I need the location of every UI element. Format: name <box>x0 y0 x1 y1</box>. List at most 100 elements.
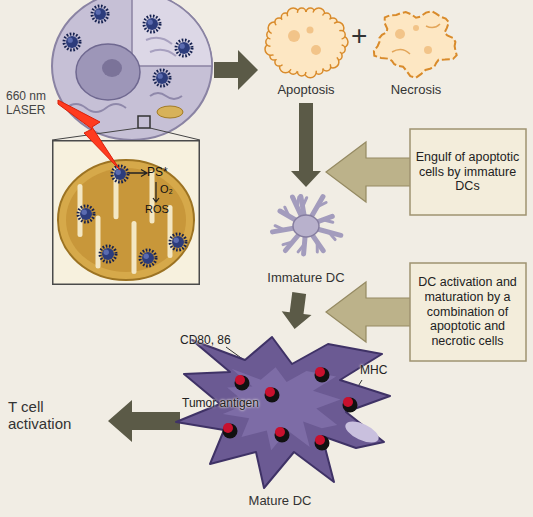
cell-fragment <box>288 30 300 42</box>
cell-debris <box>395 29 405 39</box>
dendrite-branch <box>297 197 299 207</box>
tumor-antigen <box>343 397 353 407</box>
mature-dc-body <box>176 337 390 488</box>
flow-arrow <box>282 292 312 329</box>
tumor-cell <box>52 0 212 140</box>
cell-fragment <box>311 45 321 55</box>
activation-arrow <box>108 400 180 442</box>
nucleolus <box>102 59 122 77</box>
plus-sign: + <box>351 20 367 52</box>
dendrite-branch <box>317 203 326 207</box>
callout-arrow <box>326 282 416 342</box>
particle-core <box>114 168 126 180</box>
particle-coat <box>112 166 128 182</box>
nanoparticle <box>140 250 156 266</box>
particle-highlight <box>104 250 109 255</box>
tumor-antigen <box>235 375 245 385</box>
particle-highlight <box>174 238 179 243</box>
particle-coat <box>140 250 156 266</box>
mhc-molecule <box>275 428 290 443</box>
particle-highlight <box>116 170 121 175</box>
particle-core <box>172 236 184 248</box>
antigen-label: Tumor antigen <box>182 397 259 411</box>
node-label: Necrosis <box>370 82 462 97</box>
dendrite-branch <box>323 220 333 223</box>
nanoparticle <box>100 246 116 262</box>
mitochondrion-inset-shape <box>52 140 200 285</box>
callout-box <box>410 129 526 215</box>
nanoparticle <box>176 40 192 56</box>
dendrite-branch <box>329 232 336 240</box>
callout-text: Engulf of apoptotic cells by immature DC… <box>414 150 521 194</box>
laser-label: 660 nm LASER <box>6 90 62 118</box>
crista <box>132 224 137 272</box>
particle-highlight <box>82 210 87 215</box>
node-label: PS* <box>147 165 168 179</box>
particle-core <box>80 208 92 220</box>
apoptotic-body <box>270 12 342 72</box>
cell-membrane <box>52 0 212 140</box>
apoptotic-cell: Apoptosis <box>262 4 350 100</box>
node-label: Apoptosis <box>262 82 350 97</box>
callout-text: DC activation and maturation by a combin… <box>414 275 521 349</box>
reaction-arrow <box>129 170 147 177</box>
node-label: Mature DC <box>210 493 350 508</box>
mature-dc: Mature DC <box>170 332 395 514</box>
dendrite-branch <box>275 226 284 230</box>
dc-body <box>293 215 319 237</box>
mhc-molecule <box>265 388 280 403</box>
marker-label: CD80, 86 <box>180 334 231 348</box>
crista <box>96 218 101 266</box>
nanoparticle <box>92 6 108 22</box>
mhc-molecule <box>235 376 250 391</box>
particle-core <box>102 248 114 260</box>
zoom-line <box>52 128 138 140</box>
node-label: Immature DC <box>260 270 352 285</box>
callout-box: Engulf of apoptotic cells by immature DC… <box>322 128 527 216</box>
particle-coat <box>170 234 186 250</box>
nanoparticle <box>64 34 80 50</box>
nucleus <box>76 44 140 100</box>
cell-debris <box>424 46 432 54</box>
cell-debris <box>413 25 419 31</box>
necrotic-cell <box>374 11 457 77</box>
tumor-antigen <box>275 427 285 437</box>
callout-box <box>410 263 526 361</box>
process-arrow <box>214 50 258 90</box>
callout-text-frame: Engulf of apoptotic cells by immature DC… <box>414 131 521 213</box>
tumor-antigen <box>265 387 275 397</box>
dendrite-branch <box>316 242 319 252</box>
node-label: ROS <box>145 203 169 216</box>
tumor-antigen <box>315 367 325 377</box>
callout-text-frame: DC activation and maturation by a combin… <box>414 265 521 359</box>
mhc-molecule <box>343 398 358 413</box>
node-label: O₂ <box>160 183 173 196</box>
nanoparticle <box>154 70 170 86</box>
inset-frame <box>53 141 200 285</box>
mitochondrion <box>58 160 194 280</box>
reaction-arrow <box>153 182 159 202</box>
laser-bolt <box>58 100 120 170</box>
particle-coat <box>100 246 116 262</box>
particle-coat <box>78 206 94 222</box>
particle-core <box>142 252 154 264</box>
cell-fragment <box>307 27 314 34</box>
dendrite-branch <box>283 242 293 245</box>
cell-debris <box>392 24 440 54</box>
tumor-antigen <box>315 435 325 445</box>
tumor-antigen <box>223 423 233 433</box>
flow-arrow <box>291 103 321 187</box>
nanoparticle <box>144 16 160 32</box>
marker-label: MHC <box>360 364 387 378</box>
callout-arrow <box>326 142 416 202</box>
cell-cutaway <box>132 0 212 66</box>
small-mitochondrion <box>157 106 183 118</box>
zoom-square <box>138 116 150 128</box>
mito-matrix <box>66 168 186 272</box>
necrotic-cell: Necrosis <box>370 4 462 100</box>
outcome-label: T cell activation <box>8 398 103 433</box>
